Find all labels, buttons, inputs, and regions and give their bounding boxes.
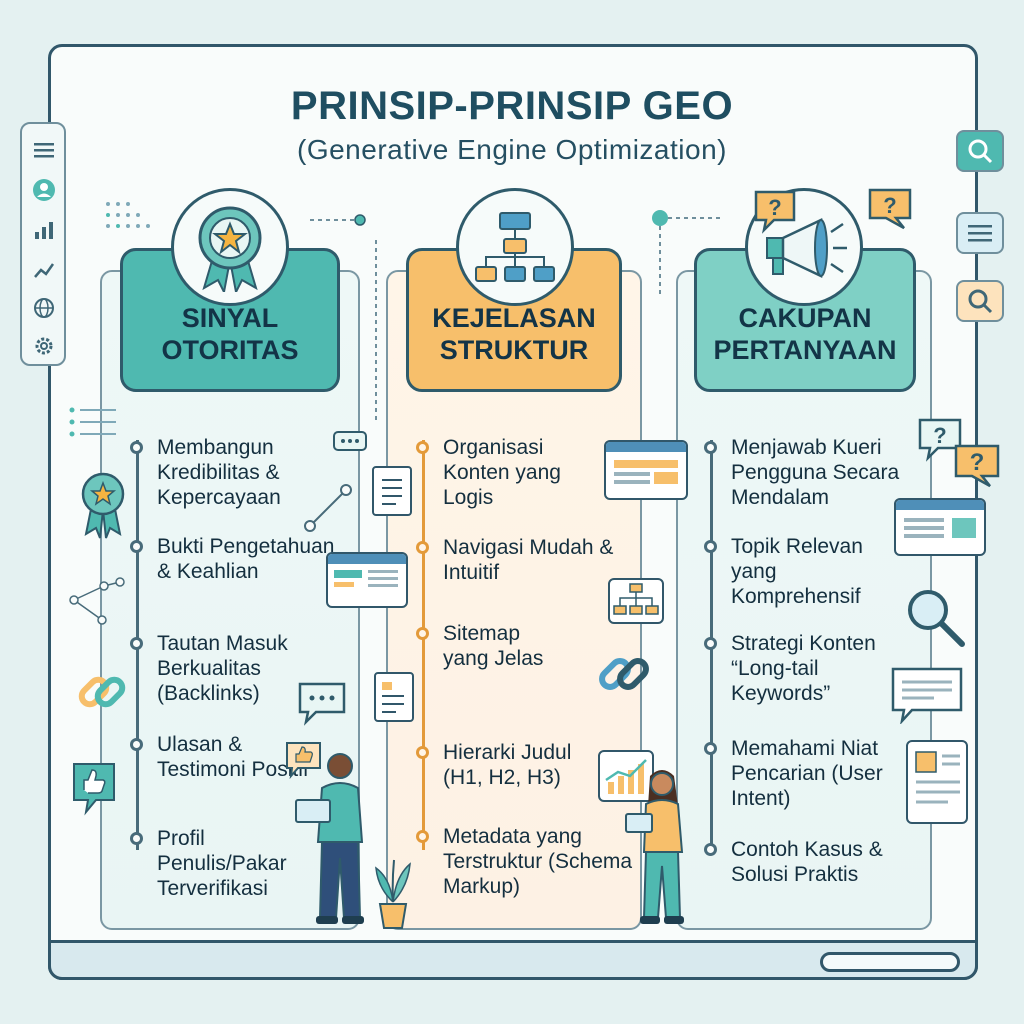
analytics-chart-icon: [598, 750, 654, 802]
column-header-coverage: CAKUPAN PERTANYAAN: [694, 248, 916, 392]
list-item: Strategi Konten “Long-tail Keywords”: [731, 632, 876, 705]
search-button[interactable]: [956, 130, 1004, 172]
search-icon: [968, 139, 993, 164]
list-item: Topik Relevan yang Komprehensif: [731, 535, 863, 608]
list-item: Sitemap yang Jelas: [443, 622, 544, 670]
scroll-handle[interactable]: [820, 952, 960, 972]
svg-text:?: ?: [768, 195, 781, 220]
question-bubble-icon: ?: [752, 188, 798, 239]
gear-icon[interactable]: [32, 334, 56, 358]
bullet-dot: [130, 738, 143, 751]
flowchart-icon: [456, 188, 574, 306]
bullet-dot: [704, 637, 717, 650]
chat-bubble-icon: [296, 680, 348, 731]
bullet-dot: [130, 540, 143, 553]
question-bubble-icon: ?: [916, 416, 966, 469]
dot-grid-decoration: [106, 202, 150, 228]
bullet-dot: [704, 843, 717, 856]
ribbon-icon: [78, 470, 128, 545]
webpage-window-icon: [894, 498, 986, 556]
page-title: PRINSIP-PRINSIP GEO: [290, 84, 734, 128]
bullet-dot: [416, 627, 429, 640]
svg-text:?: ?: [970, 449, 985, 476]
award-ribbon-icon: [171, 188, 289, 306]
list-icon: [968, 225, 992, 242]
connector-lines: [304, 214, 377, 532]
list-item: Membangun Kredibilitas & Kepercayaan: [157, 436, 281, 509]
thumbs-up-icon: [70, 760, 118, 821]
bullet-dot: [704, 540, 717, 553]
bar-chart-icon[interactable]: [32, 218, 56, 242]
bullet-dot: [704, 441, 717, 454]
person-with-tablet-illustration: [620, 766, 704, 935]
list-button[interactable]: [956, 212, 1004, 254]
connector-lines: [652, 210, 720, 294]
sitemap-icon: [608, 578, 664, 624]
list-item: Bukti Pengetahuan & Keahlian: [157, 535, 335, 583]
document-icon: [372, 466, 412, 516]
svg-text:?: ?: [933, 423, 946, 448]
question-bubble-icon: ?: [952, 442, 1004, 497]
question-bubble-icon: ?: [866, 186, 916, 237]
bullet-dot: [416, 746, 429, 759]
list-item: Contoh Kasus & Solusi Praktis: [731, 838, 883, 886]
search-icon: [968, 289, 993, 314]
potted-plant-icon: [368, 858, 418, 935]
network-icon: [69, 577, 125, 625]
link-chain-icon: [596, 646, 656, 707]
document-page-icon: [906, 740, 968, 824]
list-item: Metadata yang Terstruktur (Schema Markup…: [443, 825, 633, 898]
list-item: Hierarki Judul (H1, H2, H3): [443, 741, 572, 789]
message-box-icon: [890, 666, 964, 729]
trend-icon[interactable]: [32, 258, 56, 282]
globe-icon[interactable]: [32, 296, 56, 320]
document-icon: [374, 672, 414, 722]
bullet-dot: [130, 832, 143, 845]
webpage-window-icon: [326, 552, 408, 608]
list-item: Navigasi Mudah & Intuitif: [443, 536, 614, 584]
column-header-structure: KEJELASAN STRUKTUR: [406, 248, 622, 392]
bullet-dot: [416, 541, 429, 554]
bullet-dot: [416, 830, 429, 843]
megaphone-icon: [745, 188, 863, 306]
laptop-window-icon: [604, 440, 688, 500]
search-button-secondary[interactable]: [956, 280, 1004, 322]
magnifier-icon: [902, 584, 968, 655]
list-lines-icon: [69, 407, 116, 437]
bullet-dot: [704, 742, 717, 755]
timeline-line-structure: [422, 440, 425, 850]
list-item: Organisasi Konten yang Logis: [443, 436, 561, 509]
user-icon[interactable]: [32, 178, 56, 202]
link-chain-icon: [74, 662, 134, 727]
list-item: Memahami Niat Pencarian (User Intent): [731, 737, 883, 810]
person-with-laptop-illustration: [292, 748, 384, 933]
dots-bubble-icon: [332, 430, 368, 457]
list-item: Ulasan & Testimoni Positif: [157, 733, 309, 781]
bullet-dot: [416, 441, 429, 454]
bullet-dot: [130, 441, 143, 454]
left-toolbar: [20, 122, 66, 366]
svg-text:?: ?: [883, 193, 896, 218]
menu-icon[interactable]: [32, 138, 56, 162]
bullet-dot: [130, 637, 143, 650]
page-subtitle: (Generative Engine Optimization): [297, 134, 727, 165]
list-item: Tautan Masuk Berkualitas (Backlinks): [157, 632, 288, 705]
list-item: Profil Penulis/Pakar Terverifikasi: [157, 827, 287, 900]
like-bubble-icon: [284, 740, 324, 785]
list-item: Menjawab Kueri Pengguna Secara Mendalam: [731, 436, 900, 509]
